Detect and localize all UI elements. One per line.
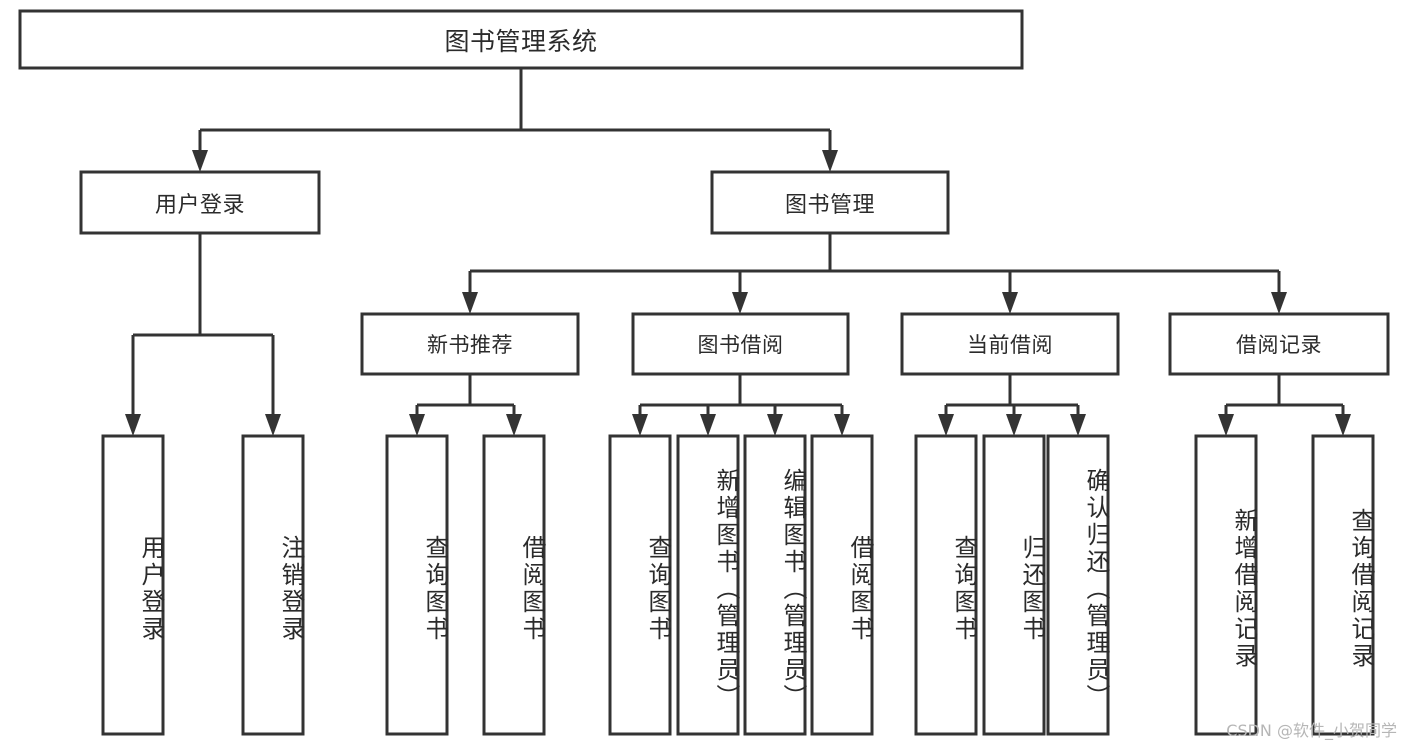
arrow-head-borrow-2 [767, 414, 783, 436]
arrow-head-newbook-1 [506, 414, 522, 436]
leaf-node-box-11[interactable] [1194, 434, 1258, 736]
leaf-node-box-12[interactable] [1311, 434, 1375, 736]
root-node-box[interactable] [18, 9, 1024, 70]
arrow-head-current-0 [938, 414, 954, 436]
arrow-head-book-0 [462, 292, 478, 314]
leaf-node-box-3[interactable] [482, 434, 546, 736]
arrow-head-borrow-0 [632, 414, 648, 436]
arrow-head-user-0 [125, 414, 141, 436]
arrow-head-borrow-3 [834, 414, 850, 436]
arrow-head-current-1 [1006, 414, 1022, 436]
arrow-head-root-0 [192, 150, 208, 172]
arrow-head-newbook-0 [409, 414, 425, 436]
arrow-head-record-1 [1335, 414, 1351, 436]
leaf-node-box-8[interactable] [914, 434, 978, 736]
arrow-head-record-0 [1218, 414, 1234, 436]
leaf-node-box-10[interactable] [1046, 434, 1110, 736]
level1-node-box-1[interactable] [710, 170, 950, 235]
level2-node-box-3[interactable] [1168, 312, 1390, 376]
arrow-head-book-2 [1002, 292, 1018, 314]
arrow-head-book-3 [1271, 292, 1287, 314]
level2-node-box-2[interactable] [900, 312, 1120, 376]
box-layer [18, 9, 1390, 736]
arrow-head-user-1 [265, 414, 281, 436]
level2-node-box-1[interactable] [631, 312, 850, 376]
leaf-node-box-5[interactable] [676, 434, 740, 736]
leaf-node-box-9[interactable] [982, 434, 1046, 736]
connector-layer [125, 68, 1351, 436]
arrow-head-book-1 [732, 292, 748, 314]
leaf-node-box-7[interactable] [810, 434, 874, 736]
leaf-node-box-4[interactable] [608, 434, 672, 736]
level2-node-box-0[interactable] [360, 312, 580, 376]
level1-node-box-0[interactable] [79, 170, 321, 235]
arrow-head-current-2 [1070, 414, 1086, 436]
leaf-node-box-1[interactable] [241, 434, 305, 736]
arrow-head-root-1 [822, 150, 838, 172]
leaf-node-box-0[interactable] [101, 434, 165, 736]
leaf-node-box-2[interactable] [385, 434, 449, 736]
leaf-node-box-6[interactable] [743, 434, 807, 736]
arrow-head-borrow-1 [700, 414, 716, 436]
